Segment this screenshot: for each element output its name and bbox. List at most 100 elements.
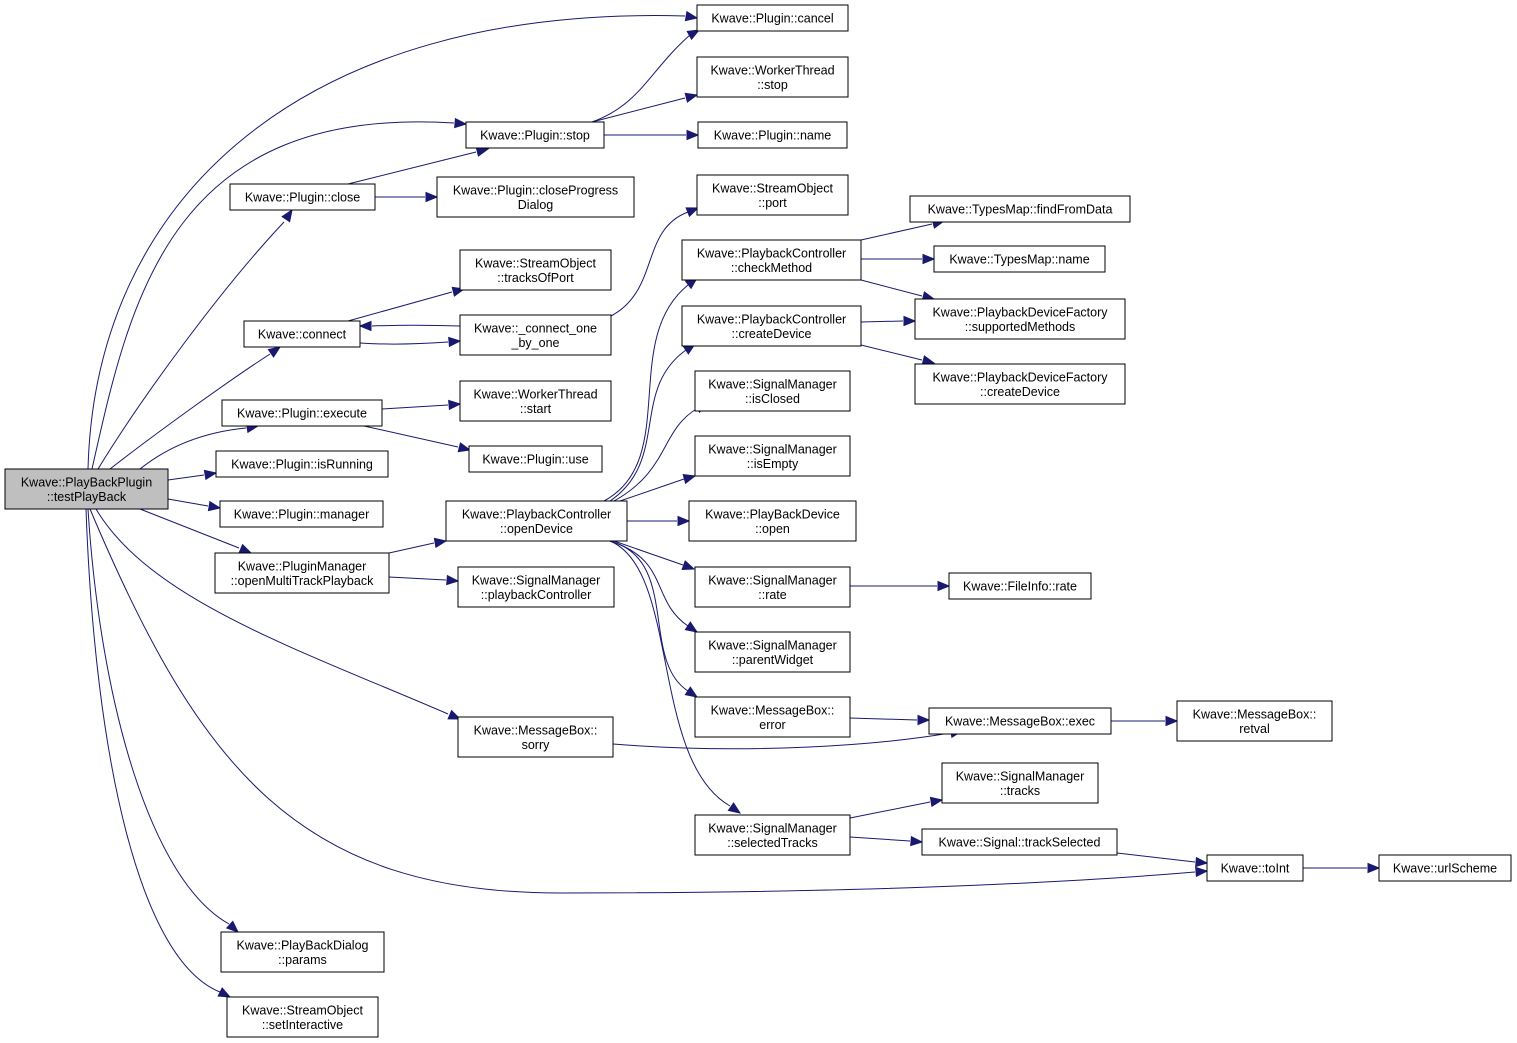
node-plugin-close[interactable]: Kwave::Plugin::close — [229, 183, 376, 211]
arrowhead — [475, 146, 490, 157]
node-parent-widget[interactable]: Kwave::SignalManager::parentWidget — [694, 631, 851, 673]
node-check-method[interactable]: Kwave::PlaybackController::checkMethod — [681, 239, 862, 281]
node-playback-controller[interactable]: Kwave::SignalManager::playbackController — [457, 566, 615, 608]
arrowhead — [454, 117, 468, 129]
node-box — [909, 195, 1131, 223]
edge-connect-one-by-one-to-connect — [358, 320, 461, 332]
node-sorry[interactable]: Kwave::MessageBox::sorry — [457, 716, 614, 758]
node-test-play-back[interactable]: Kwave::PlayBackPlugin::testPlayBack — [4, 468, 169, 510]
node-label: ::stop — [757, 78, 788, 92]
arrowhead — [684, 686, 699, 698]
node-mb-exec[interactable]: Kwave::MessageBox::exec — [928, 707, 1112, 735]
node-plugin-cancel[interactable]: Kwave::Plugin::cancel — [696, 4, 849, 32]
edge-test-play-back-to-to-int — [89, 508, 1209, 894]
node-supported-methods[interactable]: Kwave::PlaybackDeviceFactory::supportedM… — [914, 298, 1126, 340]
node-label: Kwave::PlaybackController — [697, 246, 846, 260]
node-plugin-execute[interactable]: Kwave::Plugin::execute — [221, 399, 383, 427]
edge-create-device-pc-to-supported-methods — [860, 315, 917, 327]
node-play-back-dialog-params[interactable]: Kwave::PlayBackDialog::params — [220, 931, 385, 973]
node-sm-tracks[interactable]: Kwave::SignalManager::tracks — [941, 762, 1099, 804]
arrowhead — [686, 29, 701, 41]
arrowhead — [238, 543, 253, 554]
node-is-empty[interactable]: Kwave::SignalManager::isEmpty — [694, 435, 851, 477]
edge-connect-to-tracks-of-port — [347, 286, 466, 322]
node-label: Kwave::MessageBox:: — [474, 723, 598, 737]
node-label: Kwave::SignalManager — [956, 769, 1085, 783]
arrowhead — [267, 346, 282, 358]
arrowhead — [681, 560, 696, 570]
node-url-scheme[interactable]: Kwave::urlScheme — [1378, 854, 1512, 882]
node-find-from-data[interactable]: Kwave::TypesMap::findFromData — [909, 195, 1131, 223]
node-label: Kwave::PlayBackDevice — [705, 507, 840, 521]
edge-plugin-execute-to-plugin-use — [363, 425, 472, 453]
arrowhead — [207, 500, 222, 512]
edge-open-device-to-mb-error — [609, 540, 699, 698]
node-track-selected[interactable]: Kwave::Signal::trackSelected — [921, 828, 1118, 856]
node-box — [681, 239, 862, 281]
node-open-device[interactable]: Kwave::PlaybackController::openDevice — [445, 500, 628, 542]
edge-sm-rate-to-file-info-rate — [850, 580, 951, 592]
arrowhead — [447, 709, 462, 720]
node-types-map-name[interactable]: Kwave::TypesMap::name — [933, 245, 1106, 273]
arrowhead — [1367, 862, 1381, 874]
arrowhead — [225, 920, 239, 933]
node-open-multi-track[interactable]: Kwave::PluginManager::openMultiTrackPlay… — [214, 552, 390, 594]
node-box — [243, 320, 361, 348]
node-retval[interactable]: Kwave::MessageBox::retval — [1176, 700, 1333, 742]
node-label: Kwave::SignalManager — [708, 442, 837, 456]
node-label: Kwave::Plugin::stop — [480, 129, 590, 143]
edge-test-play-back-to-sorry — [95, 508, 462, 720]
node-sm-rate[interactable]: Kwave::SignalManager::rate — [694, 566, 851, 608]
node-label: Kwave::PlaybackController — [462, 507, 611, 521]
node-to-int[interactable]: Kwave::toInt — [1206, 854, 1304, 882]
node-box — [941, 762, 1099, 804]
edge-plugin-stop-to-worker-stop — [591, 92, 699, 123]
node-mb-error[interactable]: Kwave::MessageBox::error — [694, 696, 851, 738]
node-label: ::checkMethod — [731, 261, 812, 275]
node-box — [696, 56, 849, 98]
node-plugin-stop[interactable]: Kwave::Plugin::stop — [465, 121, 605, 149]
node-worker-stop[interactable]: Kwave::WorkerThread::stop — [696, 56, 849, 98]
node-pbd-open[interactable]: Kwave::PlayBackDevice::open — [688, 500, 857, 542]
node-label: Kwave::PlaybackDeviceFactory — [932, 370, 1108, 384]
node-box — [914, 363, 1126, 405]
node-plugin-is-running[interactable]: Kwave::Plugin::isRunning — [215, 450, 389, 478]
node-create-device-f[interactable]: Kwave::PlaybackDeviceFactory::createDevi… — [914, 363, 1126, 405]
node-box — [694, 435, 851, 477]
arrowhead — [937, 580, 951, 592]
node-tracks-of-port[interactable]: Kwave::StreamObject::tracksOfPort — [459, 249, 612, 291]
edge-plugin-close-to-close-progress — [375, 191, 439, 203]
node-set-interactive[interactable]: Kwave::StreamObject::setInteractive — [226, 996, 379, 1038]
edge-plugin-stop-to-plugin-cancel — [591, 29, 701, 123]
node-box — [1206, 854, 1304, 882]
edge-open-device-to-selected-tracks — [609, 540, 742, 814]
node-box — [229, 183, 376, 211]
node-connect[interactable]: Kwave::connect — [243, 320, 361, 348]
node-label: Kwave::SignalManager — [472, 573, 601, 587]
node-label: _by_one — [511, 336, 560, 350]
node-label: Kwave::SignalManager — [708, 638, 837, 652]
node-plugin-use[interactable]: Kwave::Plugin::use — [468, 445, 603, 473]
node-worker-start[interactable]: Kwave::WorkerThread::start — [459, 380, 612, 422]
node-label: Kwave::TypesMap::name — [949, 253, 1089, 267]
node-label: Kwave::toInt — [1221, 862, 1290, 876]
arrowhead — [921, 355, 936, 366]
arrowhead — [1195, 856, 1209, 868]
node-plugin-manager[interactable]: Kwave::Plugin::manager — [219, 500, 384, 528]
node-create-device-pc[interactable]: Kwave::PlaybackController::createDevice — [681, 305, 862, 347]
node-is-closed[interactable]: Kwave::SignalManager::isClosed — [694, 370, 851, 412]
node-label: ::supportedMethods — [965, 320, 1076, 334]
arrowhead — [684, 621, 699, 633]
node-label: Kwave::Plugin::manager — [234, 508, 370, 522]
node-file-info-rate[interactable]: Kwave::FileInfo::rate — [948, 572, 1092, 600]
arrowhead — [448, 399, 462, 411]
edge-test-play-back-to-plugin-is-running — [167, 469, 218, 481]
node-connect-one-by-one[interactable]: Kwave::_connect_one_by_one — [459, 314, 612, 356]
edge-open-multi-track-to-open-device — [388, 537, 448, 554]
arrowhead — [682, 473, 697, 485]
edge-connect-to-connect-one-by-one — [359, 336, 462, 348]
node-port[interactable]: Kwave::StreamObject::port — [696, 174, 849, 216]
node-plugin-name[interactable]: Kwave::Plugin::name — [697, 121, 848, 149]
node-selected-tracks[interactable]: Kwave::SignalManager::selectedTracks — [694, 814, 851, 856]
